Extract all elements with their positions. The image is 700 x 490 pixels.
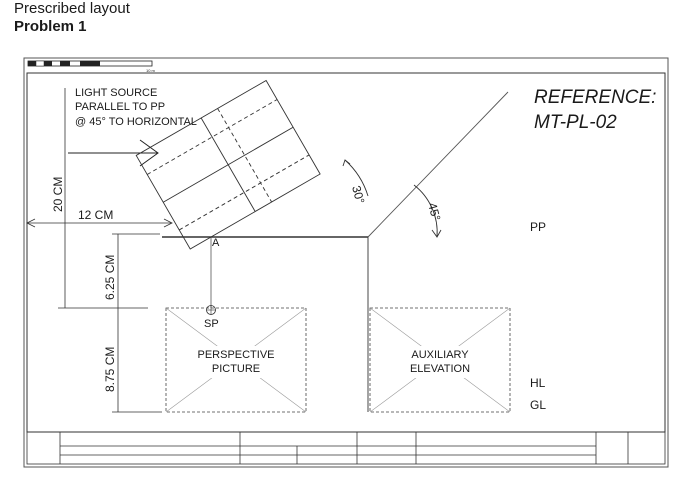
angle-30-arrow — [342, 159, 351, 167]
building-plan-view — [135, 79, 321, 250]
light-ray-45-line — [367, 91, 509, 238]
light-source-line-1: LIGHT SOURCE — [75, 87, 157, 99]
station-point-marker — [206, 305, 216, 315]
light-direction-arrow — [68, 139, 159, 167]
title-block — [26, 431, 666, 465]
angle-45-arc — [413, 184, 438, 238]
dimension-12cm — [26, 218, 173, 228]
problem-title: Problem 1 — [14, 18, 87, 35]
dim-8-75cm-label: 8.75 CM — [103, 347, 117, 392]
point-sp-label: SP — [204, 318, 219, 330]
perspective-label-bg — [188, 346, 284, 378]
dimension-8-75cm — [112, 308, 162, 413]
page-title: Prescribed layout — [14, 0, 130, 17]
angle-45-label: 45° — [425, 201, 443, 222]
point-a-label: A — [212, 237, 220, 249]
angle-30-label: 30° — [349, 184, 367, 205]
gl-label: GL — [530, 398, 546, 412]
reference-label: REFERENCE: — [534, 87, 656, 108]
pp-label: PP — [530, 220, 546, 234]
dim-6-25cm-label: 6.25 CM — [103, 255, 117, 300]
light-source-line-3: @ 45° TO HORIZONTAL — [75, 116, 197, 128]
auxiliary-label-line-2: ELEVATION — [410, 363, 470, 375]
page-heading: Prescribed layout Problem 1 — [14, 0, 130, 36]
perspective-label-line-2: PICTURE — [212, 363, 260, 375]
perspective-label-line-1: PERSPECTIVE — [197, 349, 274, 361]
auxiliary-label-bg — [398, 346, 482, 378]
outer-border — [23, 57, 669, 468]
scale-bar: 10 m — [27, 60, 156, 73]
reference-code: MT-PL-02 — [534, 112, 617, 133]
angle-45-arrow — [431, 229, 442, 238]
dim-12cm-label: 12 CM — [78, 208, 113, 222]
hl-label: HL — [530, 376, 546, 390]
auxiliary-label-line-1: AUXILIARY — [411, 349, 469, 361]
dimension-6-25cm — [112, 233, 160, 308]
light-source-line-2: PARALLEL TO PP — [75, 101, 165, 113]
dimension-20cm — [58, 88, 148, 309]
dim-20cm-label: 20 CM — [51, 177, 65, 212]
scale-end-label: 10 m — [146, 68, 156, 73]
